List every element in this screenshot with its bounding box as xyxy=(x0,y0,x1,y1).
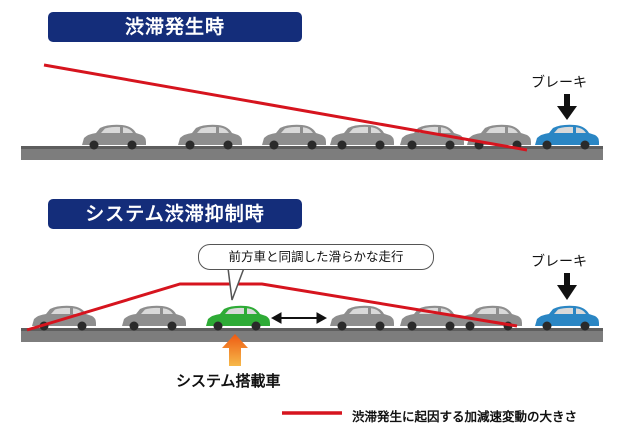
gray-car xyxy=(178,124,242,150)
bubble-tail-cover xyxy=(229,266,243,269)
brake-arrow-icon xyxy=(557,273,577,300)
gray-car xyxy=(330,305,394,331)
braking-car xyxy=(535,124,599,150)
scenario-title-congestion: 渋滞発生時 xyxy=(48,12,302,42)
road-bottom xyxy=(21,328,603,342)
brake-arrow-icon xyxy=(557,94,577,120)
gray-car xyxy=(330,124,394,150)
bubble-tail xyxy=(227,267,245,301)
road-top xyxy=(21,146,603,160)
braking-car xyxy=(535,305,599,331)
road-bottom-shadow xyxy=(21,328,603,331)
scenario-title-system-control: システム渋滞抑制時 xyxy=(48,199,302,229)
brake-label-bottom: ブレーキ xyxy=(531,254,587,270)
variation-line-bottom xyxy=(26,282,518,332)
system-car-label: システム搭載車 xyxy=(176,372,281,390)
legend-label: 渋滞発生に起因する加減速変動の大きさ xyxy=(352,409,578,424)
gray-car xyxy=(122,305,186,331)
double-arrow-icon xyxy=(270,312,328,324)
system-car xyxy=(206,305,270,331)
gray-car xyxy=(262,124,326,150)
brake-label-top: ブレーキ xyxy=(531,75,587,91)
variation-line-top xyxy=(43,63,528,152)
speech-bubble: 前方車と同調した滑らかな走行 xyxy=(198,244,434,270)
gray-car xyxy=(82,124,146,150)
up-arrow-icon xyxy=(222,334,248,366)
